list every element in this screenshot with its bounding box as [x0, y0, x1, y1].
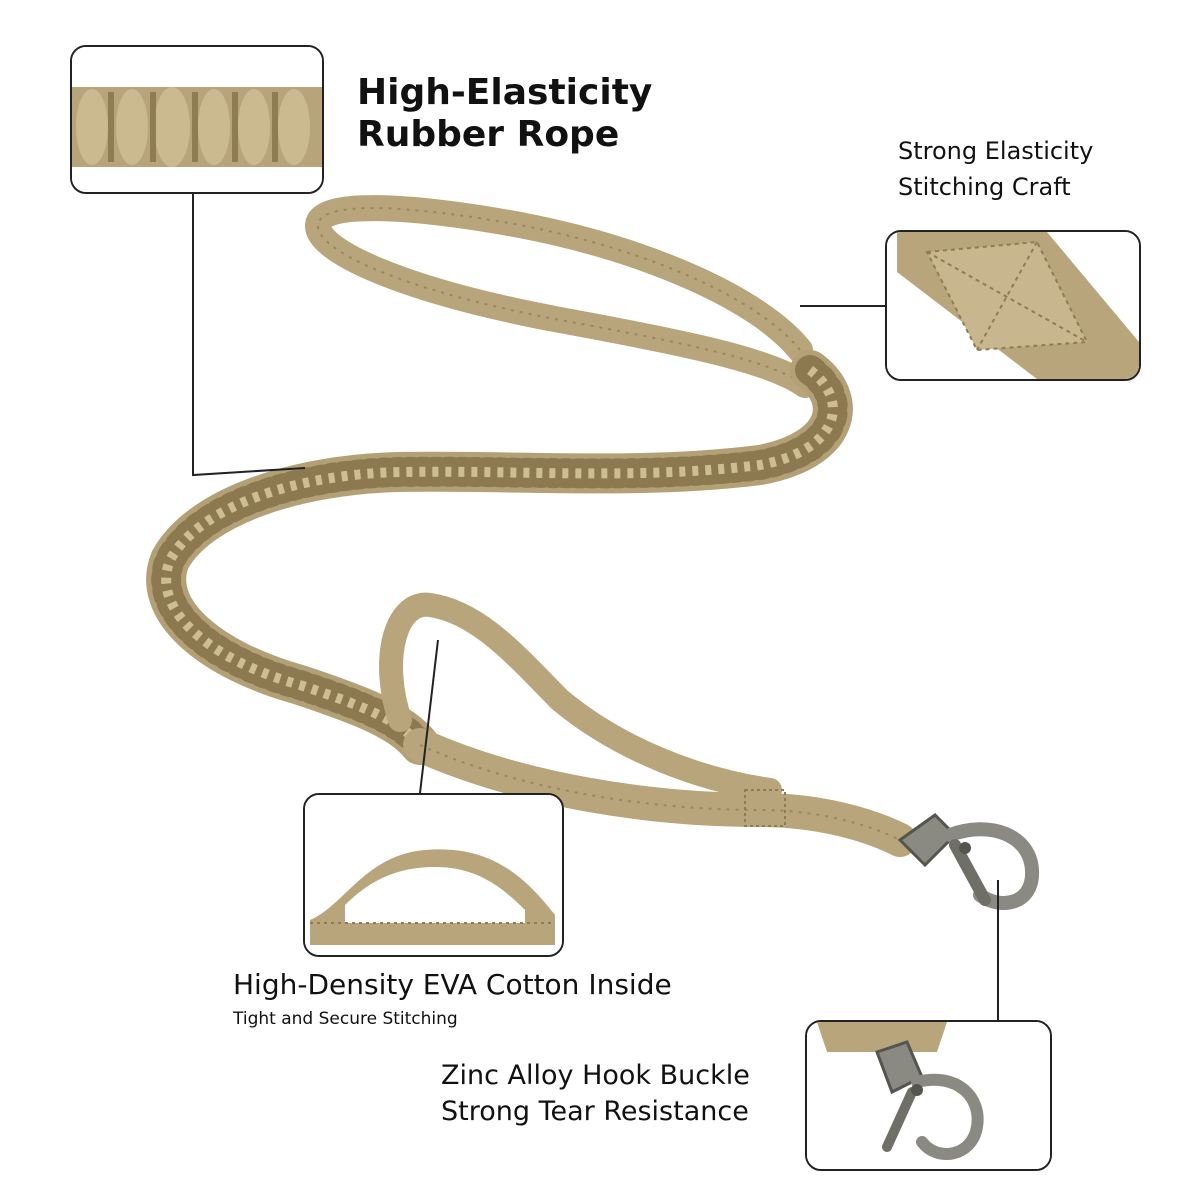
callout-stitching-line1: Strong Elasticity: [898, 137, 1094, 165]
callout-hook-line2: Strong Tear Resistance: [441, 1096, 749, 1128]
callout-stitching-line2: Stitching Craft: [898, 173, 1071, 201]
callout-rubber-rope-line2: Rubber Rope: [357, 114, 620, 156]
top-handle-loop: [305, 195, 818, 398]
hook-buckle: [897, 813, 1039, 910]
callout-eva-title: High-Density EVA Cotton Inside: [233, 968, 672, 1001]
inset-hook: [805, 1020, 1052, 1171]
connector-eva: [419, 639, 439, 794]
inset-eva-handle: [303, 793, 564, 957]
callout-rubber-rope-line1: High-Elasticity: [357, 72, 653, 113]
connector-rubber-rope: [192, 192, 306, 477]
callout-hook-line1: Zinc Alloy Hook Buckle: [441, 1060, 750, 1091]
callout-stitching: Strong Elasticity Stitching Craft: [898, 133, 1093, 205]
webbing-strap: [403, 728, 917, 857]
callout-hook: Zinc Alloy Hook Buckle Strong Tear Resis…: [441, 1058, 750, 1131]
callout-rubber-rope: High-Elasticity Rubber Rope: [357, 72, 652, 157]
callout-eva-subtitle: Tight and Secure Stitching: [233, 1009, 458, 1029]
inset-stitching: [885, 230, 1141, 381]
traffic-handle-loop: [379, 592, 782, 802]
inset-rubber-rope: [70, 45, 324, 194]
